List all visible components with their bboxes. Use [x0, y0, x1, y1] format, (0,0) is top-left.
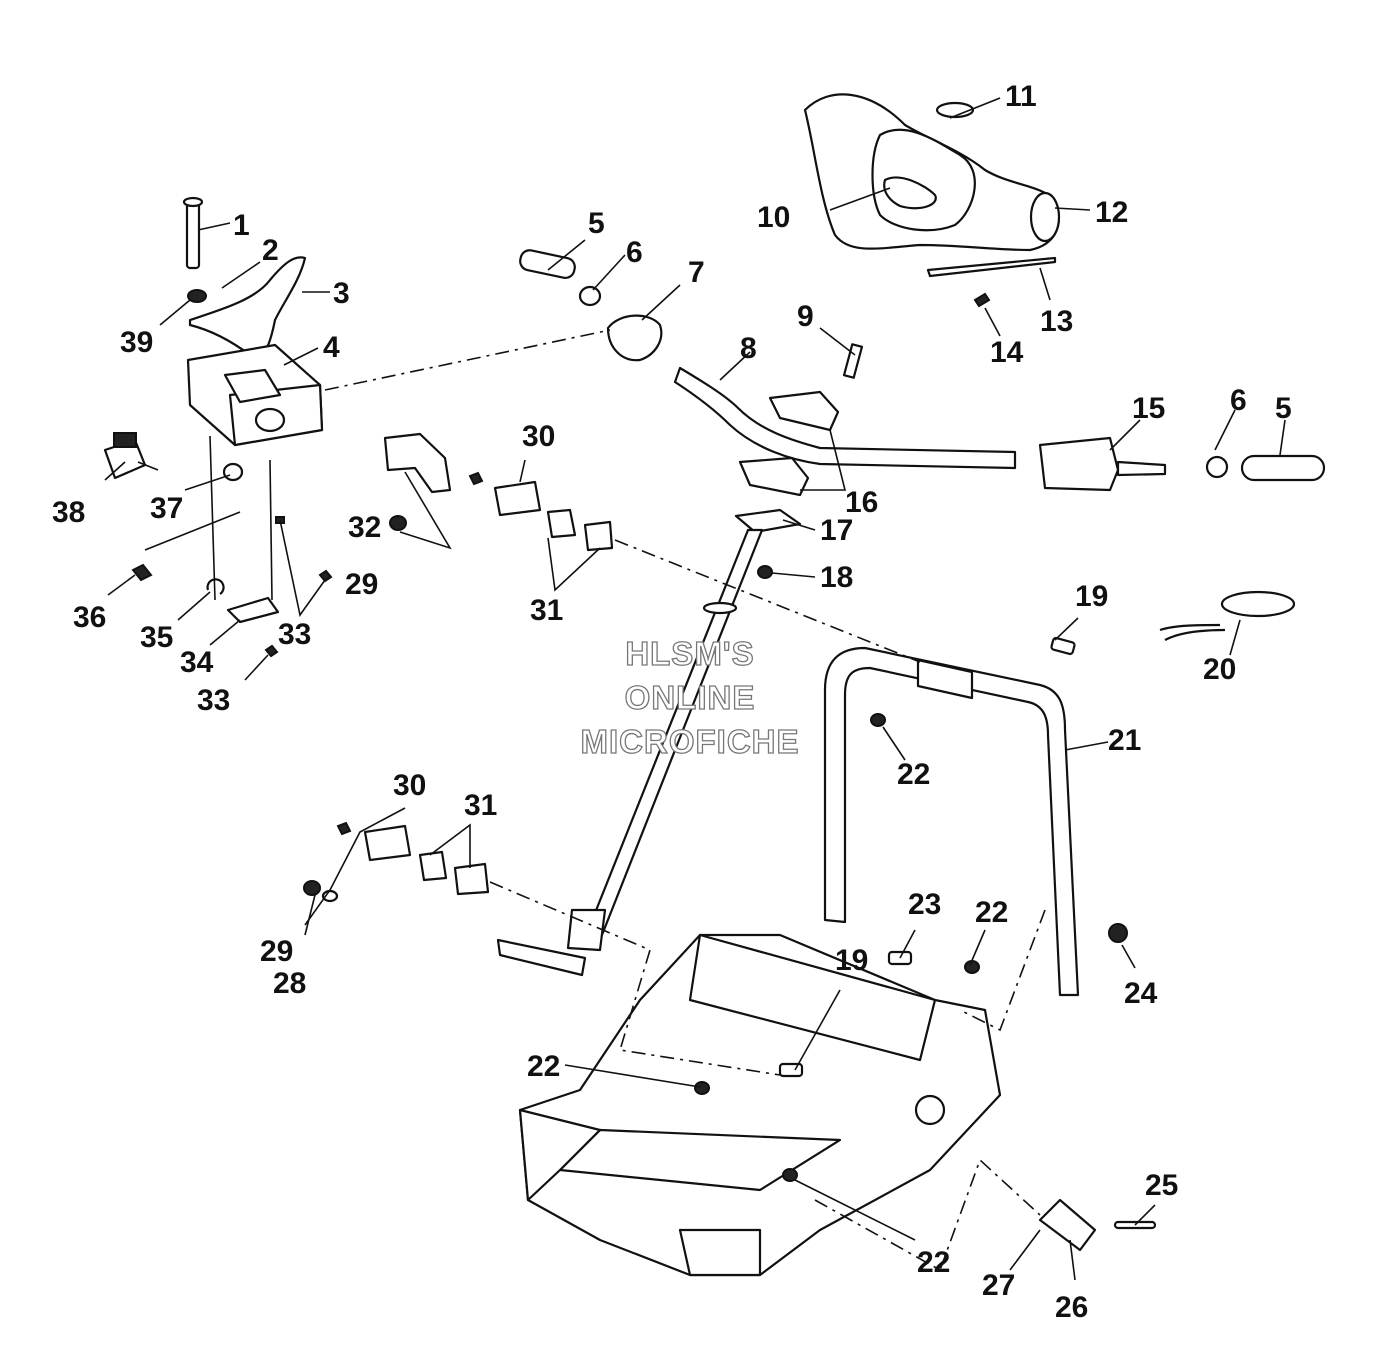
callout-26: 26	[1055, 1291, 1088, 1324]
callout-9: 9	[797, 300, 814, 333]
callout-6-right: 6	[1230, 384, 1247, 417]
assembly-lines	[324, 329, 1046, 1272]
callout-24: 24	[1124, 977, 1158, 1010]
callouts: 1 2 3 4 5 5 6 6 7 8 9 10 11 12 13 14 15 …	[52, 80, 1292, 1324]
callout-33-lower: 33	[197, 684, 230, 717]
watermark-line-2: ONLINE	[624, 678, 756, 716]
callout-13: 13	[1040, 305, 1073, 338]
watermark: HLSM'S ONLINE MICROFICHE	[560, 632, 820, 764]
callout-27: 27	[982, 1269, 1015, 1302]
watermark-line-3: MICROFICHE	[580, 722, 800, 760]
callout-5-left: 5	[588, 207, 605, 240]
handlebar-assembly	[519, 249, 1326, 497]
callout-10: 10	[757, 201, 790, 234]
callout-2: 2	[262, 234, 279, 267]
callout-33-upper: 33	[278, 618, 311, 651]
callout-31-upper: 31	[530, 594, 563, 627]
leader-lines	[104, 97, 1286, 1281]
callout-22-left: 22	[527, 1050, 560, 1083]
callout-1: 1	[233, 209, 250, 242]
callout-4: 4	[323, 331, 340, 364]
callout-22-bottom: 22	[917, 1246, 950, 1279]
callout-11: 11	[1005, 80, 1037, 113]
callout-20: 20	[1203, 653, 1236, 686]
callout-30-upper: 30	[522, 420, 555, 453]
callout-8: 8	[740, 332, 757, 365]
callout-15: 15	[1132, 392, 1165, 425]
callout-21: 21	[1108, 724, 1141, 757]
callout-35: 35	[140, 621, 173, 654]
callout-22-right: 22	[975, 896, 1008, 929]
callout-12: 12	[1095, 196, 1128, 229]
callout-37: 37	[150, 492, 183, 525]
callout-28: 28	[273, 967, 306, 1000]
callout-23: 23	[908, 888, 941, 921]
callout-34: 34	[180, 646, 214, 679]
watermark-line-1: HLSM'S	[625, 634, 755, 672]
callout-6-left: 6	[626, 236, 643, 269]
callout-31-lower: 31	[464, 789, 497, 822]
steering-housing	[103, 196, 333, 658]
callout-7: 7	[688, 256, 705, 289]
callout-29-lower: 29	[260, 935, 293, 968]
callout-18: 18	[820, 561, 853, 594]
callout-32: 32	[348, 511, 381, 544]
callout-16: 16	[845, 486, 878, 519]
callout-30-lower: 30	[393, 769, 426, 802]
callout-14: 14	[990, 336, 1024, 369]
callout-25: 25	[1145, 1169, 1178, 1202]
callout-3: 3	[333, 277, 350, 310]
chassis	[518, 933, 1157, 1277]
handlebar-pad	[803, 93, 1061, 308]
hoop-frame	[823, 590, 1296, 997]
callout-22-hoop: 22	[897, 758, 930, 791]
callout-5-right: 5	[1275, 392, 1292, 425]
callout-38: 38	[52, 496, 85, 529]
callout-17: 17	[820, 514, 853, 547]
clamp-kit-upper	[383, 432, 614, 552]
clamp-kit-lower	[303, 821, 490, 903]
callout-19-bottom: 19	[835, 944, 868, 977]
callout-36: 36	[73, 601, 106, 634]
callout-39: 39	[120, 326, 153, 359]
steering-post	[496, 508, 802, 977]
callout-19-top: 19	[1075, 580, 1108, 613]
callout-29-upper: 29	[345, 568, 378, 601]
